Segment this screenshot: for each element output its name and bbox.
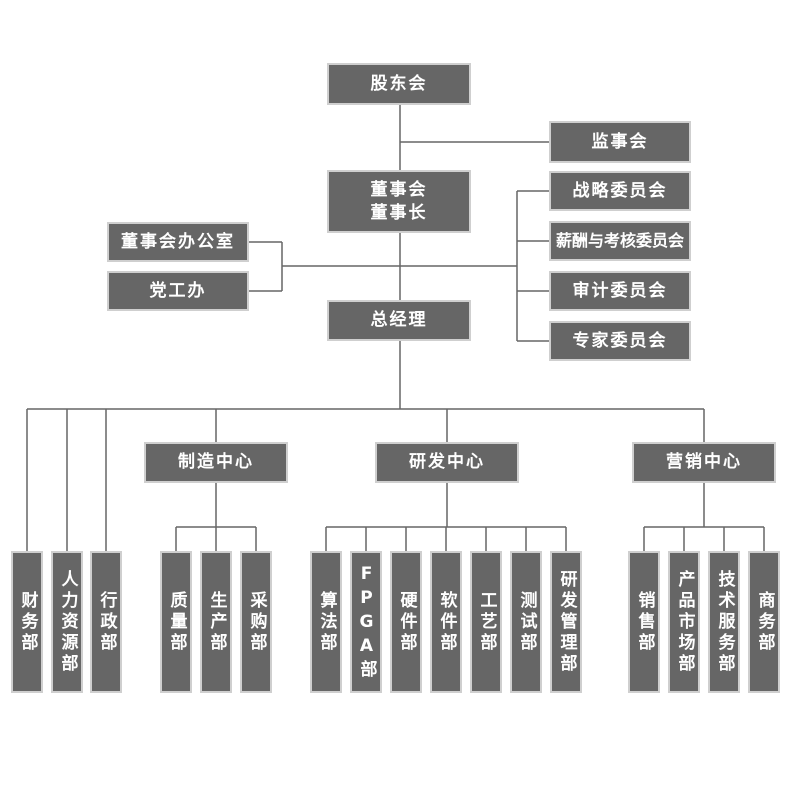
department-box: 硬件部 bbox=[390, 551, 422, 693]
department-label: 人力资源部 bbox=[57, 569, 78, 675]
general-manager-label: 总经理 bbox=[370, 310, 428, 331]
department-label: 采购部 bbox=[246, 590, 267, 654]
shareholders-box: 股东会 bbox=[327, 63, 471, 105]
department-label: 算法部 bbox=[316, 590, 337, 654]
department-box: 算法部 bbox=[310, 551, 342, 693]
department-label: 软件部 bbox=[436, 590, 457, 654]
board-label: 董事会 董事长 bbox=[370, 180, 428, 223]
department-box: 软件部 bbox=[430, 551, 462, 693]
department-box: 销售部 bbox=[628, 551, 660, 693]
department-box: 工艺部 bbox=[470, 551, 502, 693]
department-label: 商务部 bbox=[754, 590, 775, 654]
committee-box: 审计委员会 bbox=[549, 271, 691, 311]
supervisors-box: 监事会 bbox=[549, 121, 691, 163]
department-box: 生产部 bbox=[200, 551, 232, 693]
department-box: 质量部 bbox=[160, 551, 192, 693]
department-label: 研发管理部 bbox=[556, 569, 577, 675]
board-office-label: 董事会办公室 bbox=[121, 231, 235, 252]
department-box: 测试部 bbox=[510, 551, 542, 693]
committee-box: 专家委员会 bbox=[549, 321, 691, 361]
department-label: 生产部 bbox=[206, 590, 227, 654]
supervisors-label: 监事会 bbox=[591, 131, 649, 152]
department-label: 行政部 bbox=[96, 590, 117, 654]
committee-label: 专家委员会 bbox=[572, 330, 668, 351]
department-label: 产品市场部 bbox=[674, 569, 695, 675]
center-label: 研发中心 bbox=[409, 452, 485, 473]
center-box: 制造中心 bbox=[144, 442, 288, 483]
department-label: 质量部 bbox=[166, 590, 187, 654]
department-box: 产品市场部 bbox=[668, 551, 700, 693]
party-office-label: 党工办 bbox=[149, 280, 207, 301]
department-label: 技术服务部 bbox=[714, 569, 735, 675]
department-box: 人力资源部 bbox=[51, 551, 83, 693]
department-box: 财务部 bbox=[11, 551, 43, 693]
department-label: 硬件部 bbox=[396, 590, 417, 654]
committee-label: 薪酬与考核委员会 bbox=[555, 230, 684, 250]
department-label: 测试部 bbox=[516, 590, 537, 654]
center-label: 制造中心 bbox=[178, 452, 254, 473]
center-box: 营销中心 bbox=[632, 442, 776, 483]
department-box: 技术服务部 bbox=[708, 551, 740, 693]
committee-box: 战略委员会 bbox=[549, 171, 691, 211]
department-label: FPGA部 bbox=[356, 563, 377, 681]
department-box: 采购部 bbox=[240, 551, 272, 693]
committee-label: 审计委员会 bbox=[572, 280, 668, 301]
department-label: 销售部 bbox=[634, 590, 655, 654]
general-manager-box: 总经理 bbox=[327, 300, 471, 341]
department-box: 研发管理部 bbox=[550, 551, 582, 693]
party-office-box: 党工办 bbox=[107, 271, 249, 311]
department-box: 行政部 bbox=[90, 551, 122, 693]
shareholders-label: 股东会 bbox=[370, 73, 428, 94]
committee-label: 战略委员会 bbox=[572, 180, 668, 201]
committee-box: 薪酬与考核委员会 bbox=[549, 221, 691, 261]
department-box: FPGA部 bbox=[350, 551, 382, 693]
department-label: 财务部 bbox=[17, 590, 38, 654]
department-label: 工艺部 bbox=[476, 590, 497, 654]
board-office-box: 董事会办公室 bbox=[107, 222, 249, 262]
department-box: 商务部 bbox=[748, 551, 780, 693]
board-box: 董事会 董事长 bbox=[327, 170, 471, 233]
center-box: 研发中心 bbox=[375, 442, 519, 483]
center-label: 营销中心 bbox=[666, 452, 742, 473]
